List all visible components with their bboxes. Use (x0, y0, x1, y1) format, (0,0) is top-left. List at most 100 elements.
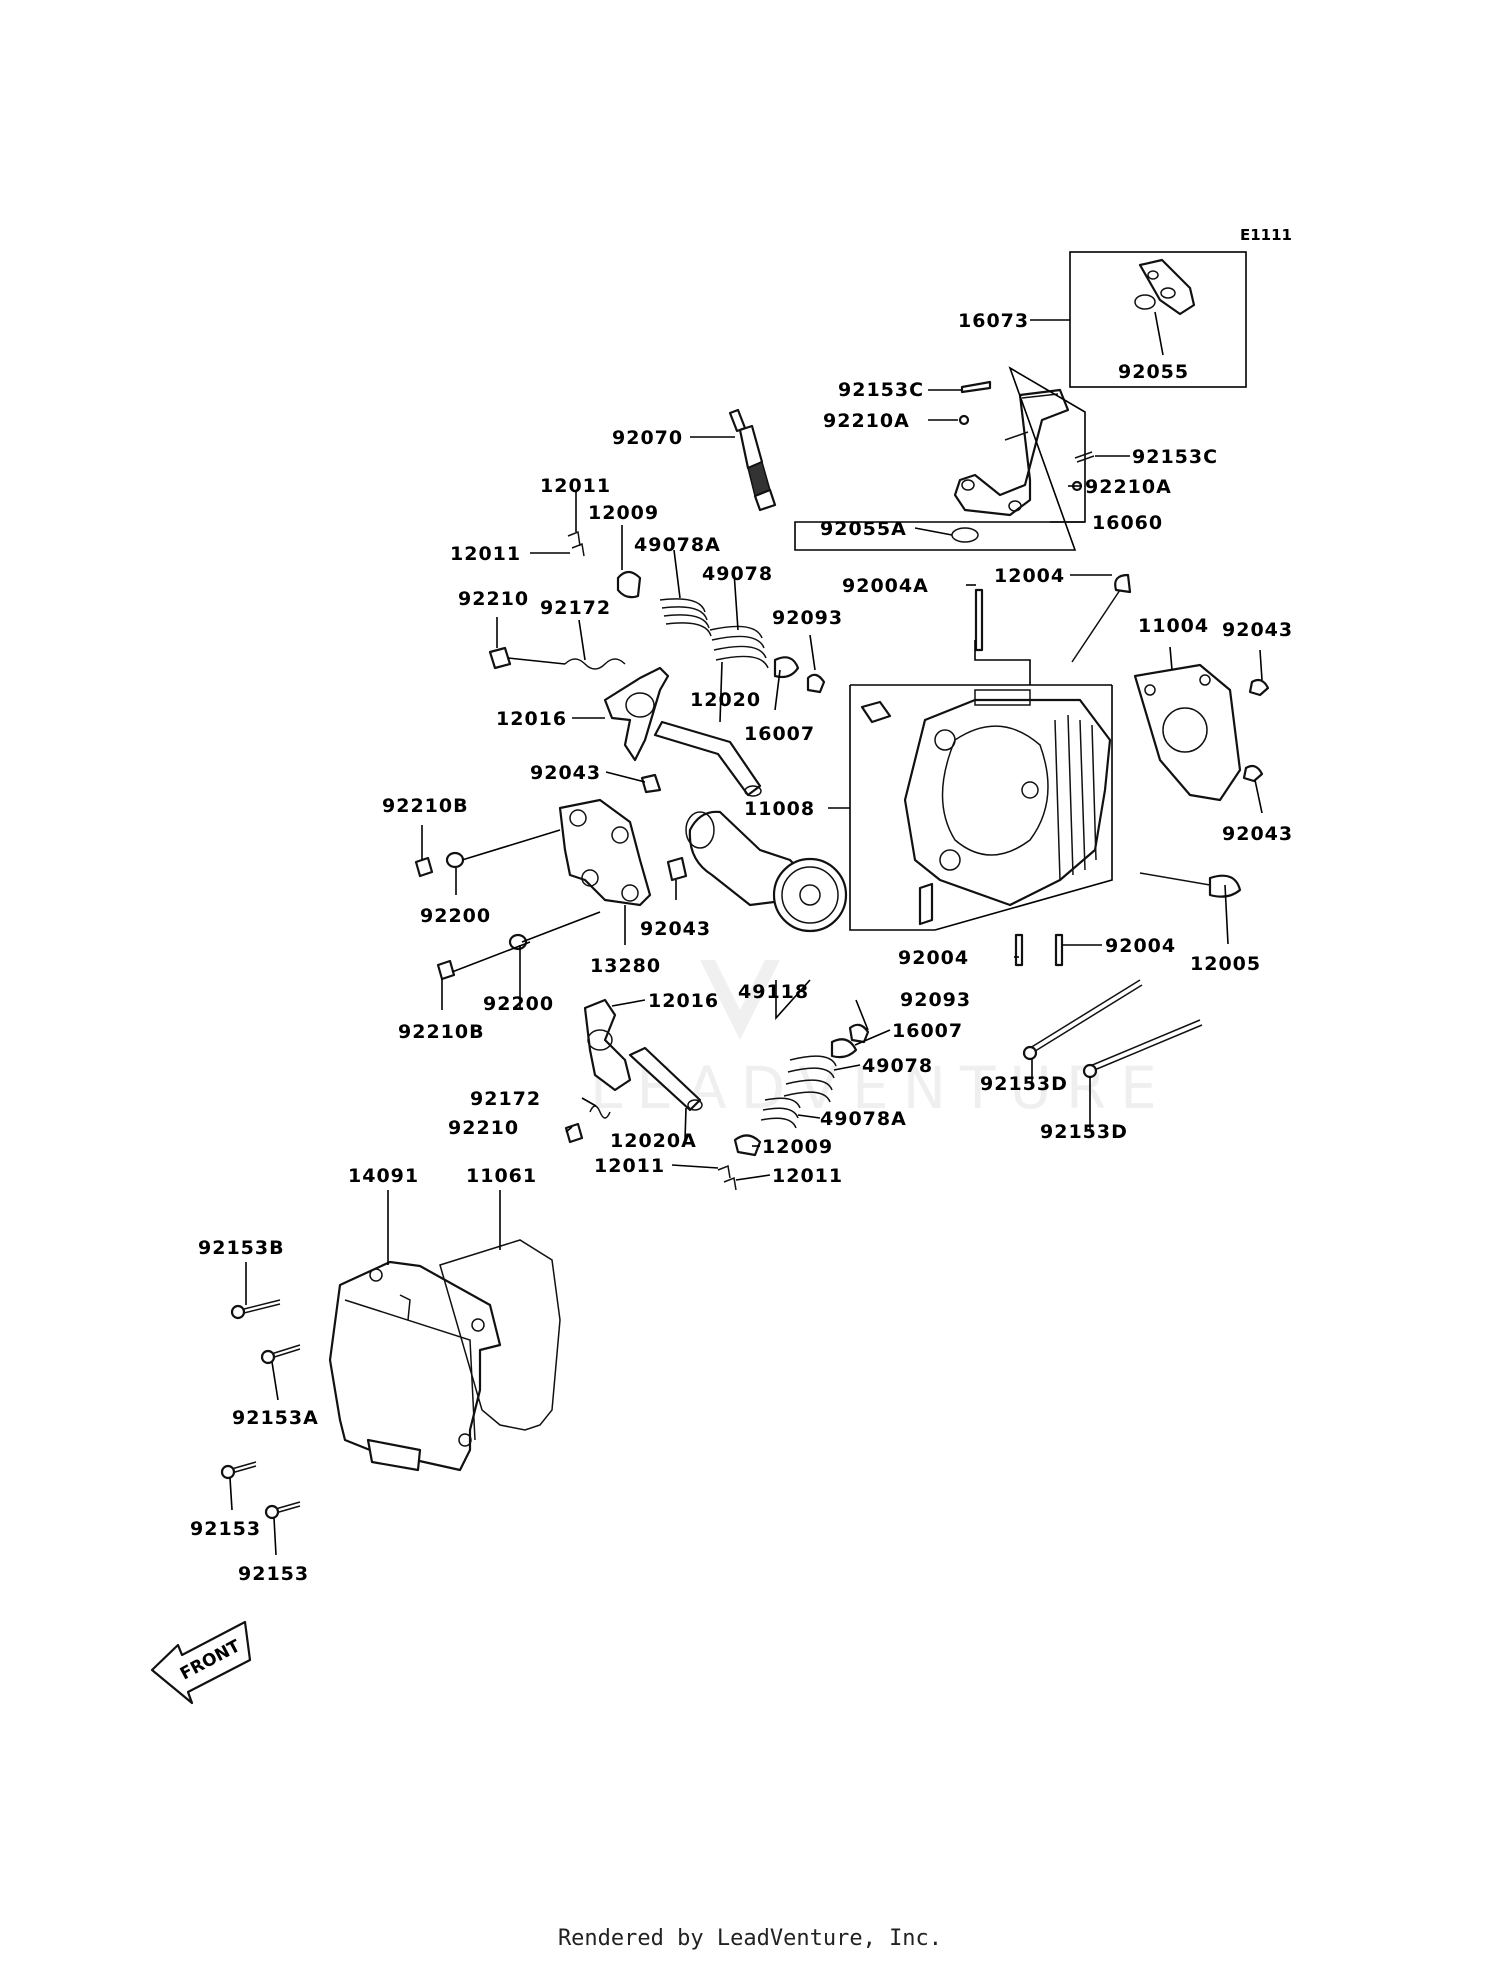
label-92200-b: 92200 (483, 993, 554, 1015)
watermark-logo (700, 960, 780, 1040)
dowel-92043-c (640, 773, 662, 794)
label-92210B-b: 92210B (398, 1021, 485, 1043)
label-14091: 14091 (348, 1165, 419, 1187)
label-92210-b: 92210 (448, 1117, 519, 1139)
valve-12004 (1071, 573, 1132, 663)
label-92055: 92055 (1118, 361, 1189, 383)
label-92004A: 92004A (842, 575, 929, 597)
stud-92153D-b-head (1082, 1063, 1098, 1079)
label-13280: 13280 (590, 955, 661, 977)
nut-92210B-b (436, 959, 456, 981)
camshaft-49118 (685, 810, 848, 933)
label-16007-b: 16007 (892, 1020, 963, 1042)
stud-92153D-b (1089, 1019, 1203, 1072)
label-92055A: 92055A (820, 518, 907, 540)
bolt-92153C-2 (1074, 451, 1095, 463)
label-12016-a: 12016 (496, 708, 567, 730)
nut-92210A-1 (958, 414, 970, 426)
bolt-92153-a-head (220, 1464, 236, 1480)
camshaft-holder (558, 798, 652, 907)
nut-92210-a (488, 646, 512, 670)
stud-92004A (974, 588, 984, 652)
leader-lines (229, 311, 1263, 1556)
spring-49078-a (709, 625, 769, 669)
label-12020: 12020 (690, 689, 761, 711)
label-92153A: 92153A (232, 1407, 319, 1429)
dowel-92043-a (1248, 678, 1270, 697)
collet-12011-top (567, 530, 585, 557)
label-12009-b: 12009 (762, 1136, 833, 1158)
label-92093-a: 92093 (772, 607, 843, 629)
stud-92153D-a (1029, 979, 1143, 1054)
label-92093-b: 92093 (900, 989, 971, 1011)
washer-92200-a (445, 851, 465, 869)
label-92153C-2: 92153C (1132, 446, 1218, 468)
label-12011-b: 12011 (450, 543, 521, 565)
dowel-92043-d (666, 856, 688, 882)
label-92172-b: 92172 (470, 1088, 541, 1110)
label-92043-b: 92043 (530, 762, 601, 784)
intake-pipe (953, 388, 1070, 517)
spring-49078-b (783, 1055, 837, 1103)
label-12011-d: 12011 (772, 1165, 843, 1187)
bolt-92153C-1 (960, 380, 992, 394)
label-92070: 92070 (612, 427, 683, 449)
cylinder-head (903, 689, 1112, 907)
dowel-92043-b (1242, 764, 1264, 783)
label-92210B-a: 92210B (382, 795, 469, 817)
retainer-12009-a (616, 570, 642, 599)
kit-outline-11008-right (934, 685, 1113, 931)
label-92153-a: 92153 (190, 1518, 261, 1540)
bolt-92153A-head (260, 1349, 276, 1365)
label-92153-b: 92153 (238, 1563, 309, 1585)
label-12005: 12005 (1190, 953, 1261, 975)
label-16073: 16073 (958, 310, 1029, 332)
label-16060: 16060 (1092, 512, 1163, 534)
head-cover (328, 1260, 502, 1472)
label-11004: 11004 (1138, 615, 1209, 637)
label-12020A: 12020A (610, 1130, 697, 1152)
label-92172-a: 92172 (540, 597, 611, 619)
valve-guide-lower (918, 882, 934, 926)
label-92210A-1: 92210A (823, 410, 910, 432)
label-12009-a: 12009 (588, 502, 659, 524)
label-92200-a: 92200 (420, 905, 491, 927)
head-gasket (1133, 663, 1242, 802)
label-92004-b: 92004 (1105, 935, 1176, 957)
bolt-92153B-head (230, 1304, 246, 1320)
screw-92172-b (589, 1105, 611, 1119)
seat-16007-a (773, 656, 800, 679)
label-92153B: 92153B (198, 1237, 285, 1259)
label-92153D-b: 92153D (1040, 1121, 1128, 1143)
label-12004: 12004 (994, 565, 1065, 587)
rocker-shaft-12020A (628, 1046, 702, 1112)
label-92153D-a: 92153D (980, 1073, 1068, 1095)
seal-upper (860, 700, 892, 724)
bracket-part (1134, 258, 1196, 316)
retainer-12009-b (733, 1134, 762, 1157)
seal-92093-b (848, 1023, 870, 1044)
kit-outline-11008-left (849, 685, 935, 931)
rocker-shaft-12020A-end (687, 1099, 703, 1111)
spring-49078A-a (659, 598, 712, 637)
label-11008: 11008 (744, 798, 815, 820)
dowel-92004-b (1054, 933, 1064, 967)
label-92043-c: 92043 (1222, 823, 1293, 845)
nut-92210B-a (414, 856, 434, 878)
seat-16007-b (830, 1038, 858, 1059)
label-92153C-1: 92153C (838, 379, 924, 401)
stud-92153D-a-head (1022, 1045, 1038, 1061)
kit-outline-11008-stud (974, 640, 1031, 685)
label-11061: 11061 (466, 1165, 537, 1187)
label-49078-a: 49078 (702, 563, 773, 585)
label-12011-c: 12011 (594, 1155, 665, 1177)
spark-plug (728, 408, 777, 512)
cover-gasket (439, 1239, 561, 1431)
label-92004-a: 92004 (898, 947, 969, 969)
label-92210-a: 92210 (458, 588, 529, 610)
label-16007-a: 16007 (744, 723, 815, 745)
label-92210A-2: 92210A (1085, 476, 1172, 498)
seal-92093-a (806, 673, 826, 694)
label-49118: 49118 (738, 981, 809, 1003)
diagram-code: E1111 (1240, 226, 1292, 244)
